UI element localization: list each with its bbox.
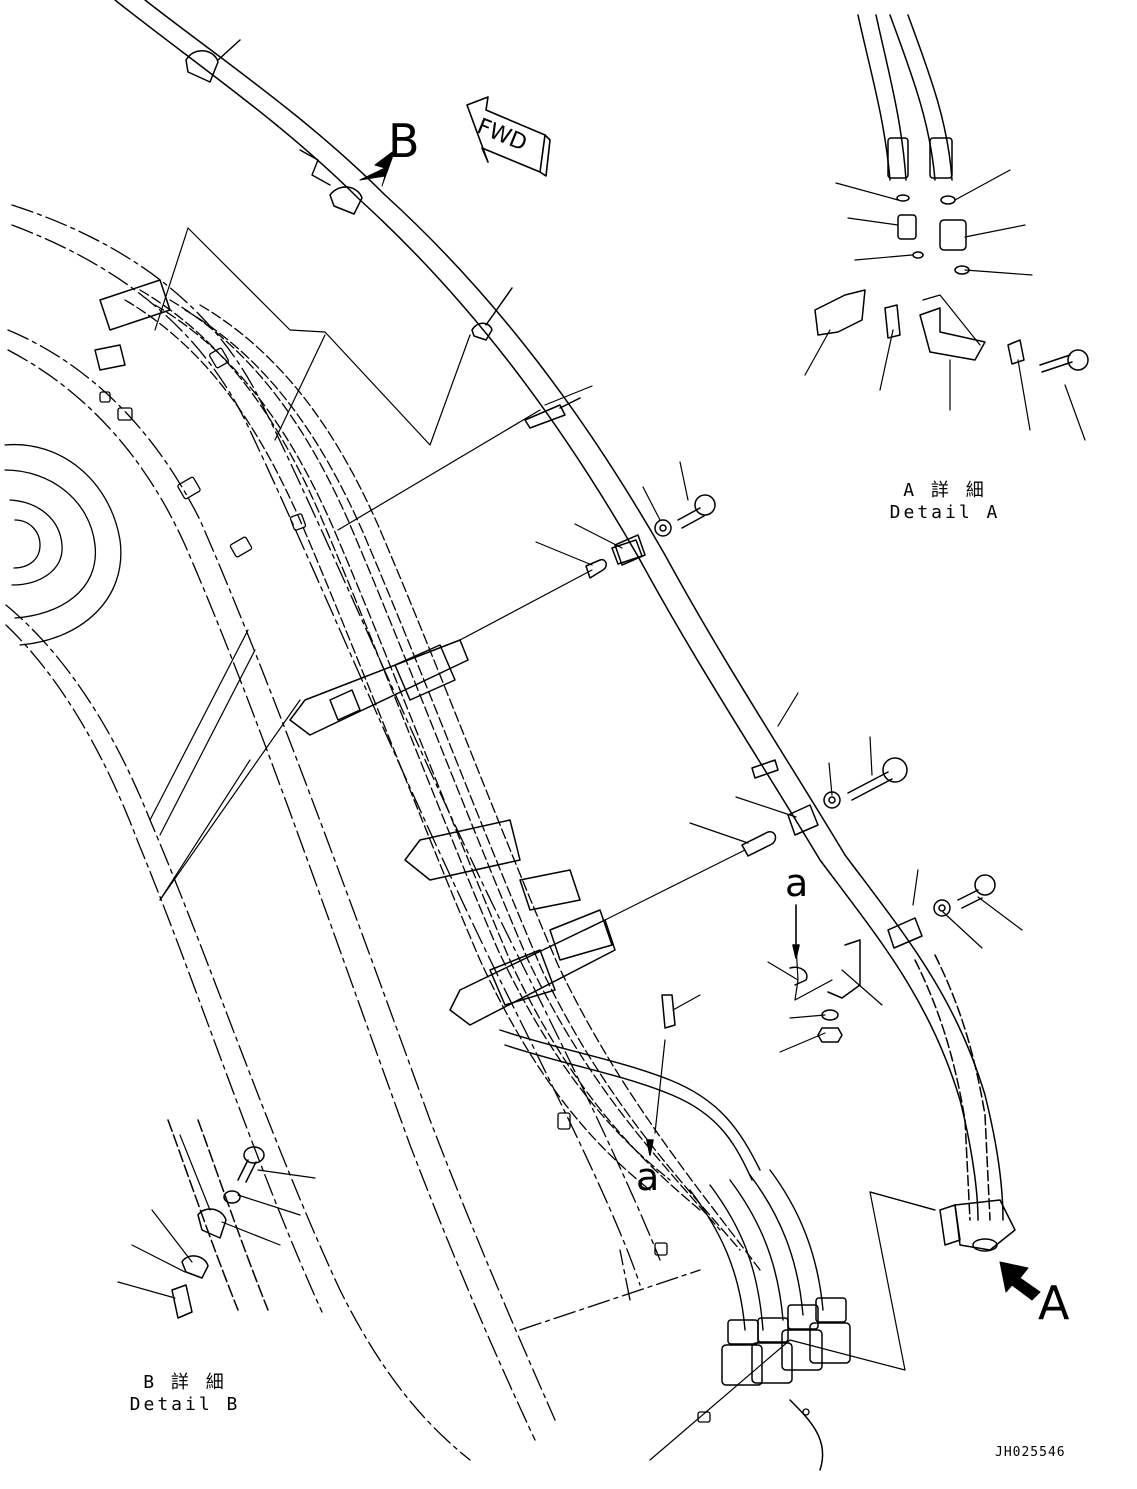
boom-foot-pivot xyxy=(4,443,122,646)
clamp-brackets xyxy=(94,279,616,1026)
detail-b-title-en: Detail B xyxy=(129,1394,241,1415)
view-callout-a: A xyxy=(1038,1276,1070,1330)
hose-end-fittings xyxy=(721,1297,851,1471)
detail-b-caption: B 詳 細 Detail B xyxy=(120,1372,250,1416)
fwd-arrow xyxy=(466,96,551,177)
view-arrow-a xyxy=(999,1261,1041,1301)
small-clips xyxy=(99,347,810,1423)
boom-plate-lines xyxy=(149,629,301,901)
leader-lines xyxy=(117,169,1086,1461)
drawing-number: JH025546 xyxy=(995,1445,1066,1460)
ref-arrow-lower xyxy=(646,1139,654,1156)
boom-outline xyxy=(5,204,701,1461)
detail-b-parts xyxy=(167,1119,269,1319)
upper-hose-clamps xyxy=(185,39,923,949)
upper-hose xyxy=(114,0,1004,1221)
detail-a-title-jp: A 詳 細 xyxy=(903,480,987,501)
detail-a-caption: A 詳 細 Detail A xyxy=(880,480,1010,524)
ref-callout-a-upper: a xyxy=(785,861,809,905)
detail-a-hoses xyxy=(857,14,953,181)
hose-bundle-lower xyxy=(499,1029,824,1331)
detail-a-fitting xyxy=(939,1199,1016,1252)
view-arrow-b xyxy=(359,149,396,187)
ref-callout-a-lower: a xyxy=(636,1155,660,1199)
detail-a-title-en: Detail A xyxy=(889,502,1001,523)
detail-a-parts xyxy=(814,194,1089,373)
hose-bundle xyxy=(124,289,761,1271)
view-callout-b: B xyxy=(388,114,420,168)
main-view-parts xyxy=(585,494,996,1043)
ref-arrow-upper xyxy=(792,904,800,959)
detail-b-title-jp: B 詳 細 xyxy=(143,1372,227,1393)
